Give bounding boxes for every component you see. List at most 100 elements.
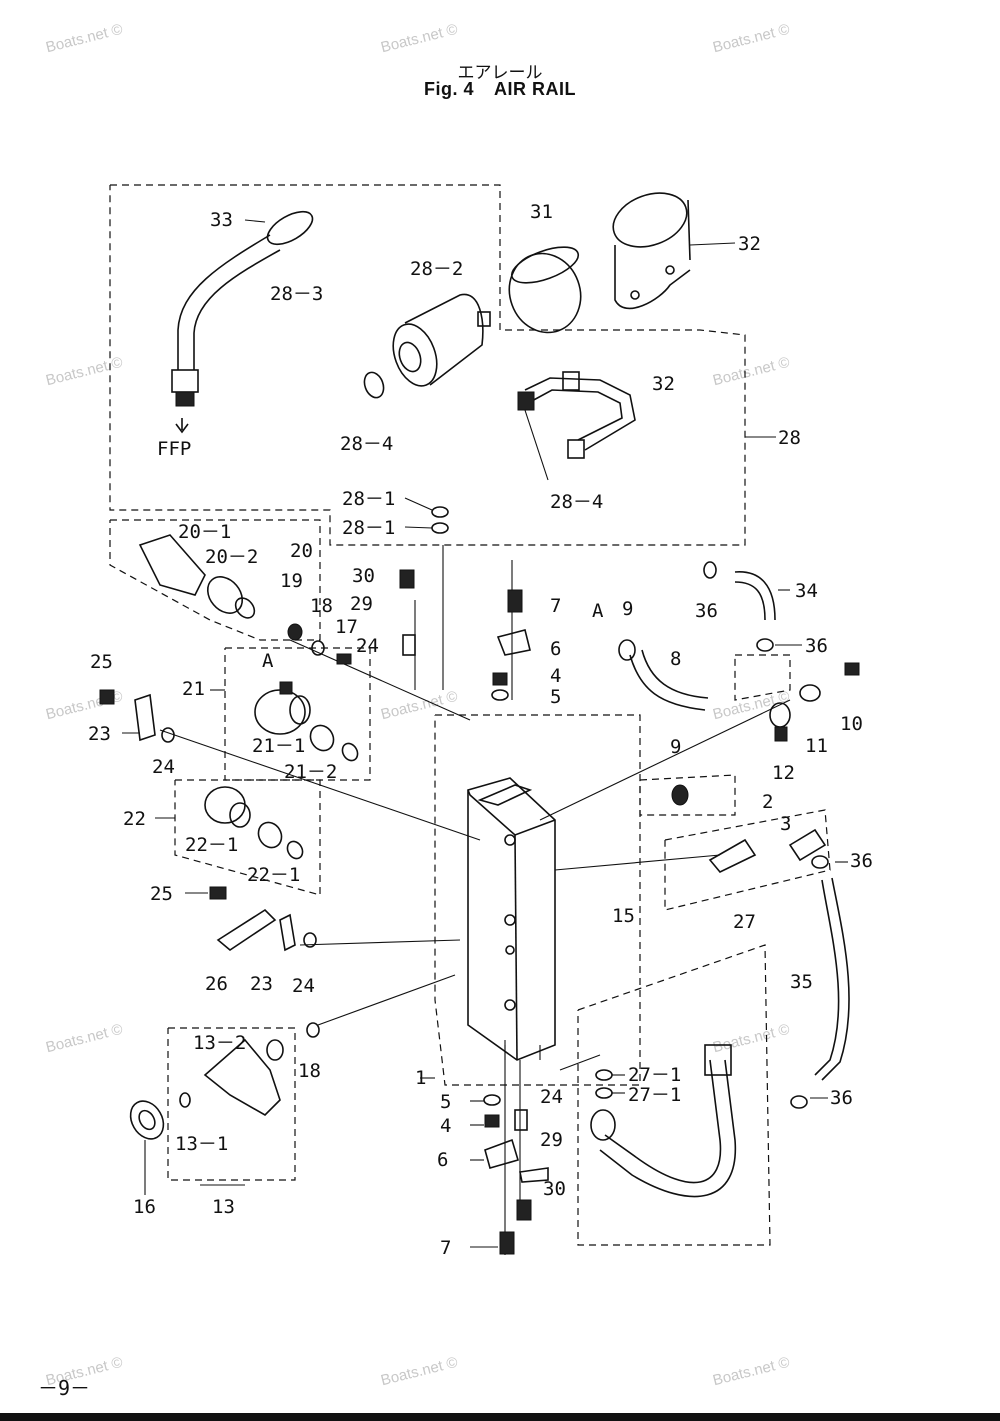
label-22-1: 22－1 (185, 834, 238, 856)
label-31: 31 (530, 201, 553, 223)
label-24: 24 (292, 975, 315, 997)
group-box-27 (577, 944, 771, 1246)
label-30: 30 (352, 565, 375, 587)
hose-35 (708, 828, 850, 1081)
label-36: 36 (695, 600, 718, 622)
label-4: 4 (440, 1115, 451, 1137)
part-labels: 33 28－3 28－2 28－4 FFP 31 32 32 28 28－1 2… (88, 201, 873, 1259)
leader-lines (159, 394, 791, 1255)
label-20: 20 (290, 540, 313, 562)
label-36: 36 (850, 850, 873, 872)
label-27: 27 (733, 911, 756, 933)
page-number: －9－ (38, 1376, 91, 1400)
regulator-21 (254, 681, 359, 762)
fuel-filter (363, 293, 491, 399)
label-36: 36 (830, 1087, 853, 1109)
group-box-20 (109, 519, 321, 641)
label-13-1: 13－1 (175, 1133, 228, 1155)
label-28: 28 (778, 427, 801, 449)
label-ffp: FFP (157, 438, 191, 460)
label-33: 33 (210, 209, 233, 231)
label-6: 6 (550, 638, 561, 660)
label-24: 24 (356, 635, 379, 657)
label-7: 7 (440, 1237, 451, 1259)
label-20-2: 20－2 (205, 546, 258, 568)
label-18: 18 (310, 595, 333, 617)
label-25: 25 (150, 883, 173, 905)
label-4: 4 (550, 665, 561, 687)
label-21: 21 (182, 678, 205, 700)
regulator-22 (204, 786, 304, 860)
figure-name: AIR RAIL (494, 79, 576, 99)
figure-title: Fig. 4 AIR RAIL (0, 79, 1000, 100)
label-25: 25 (90, 651, 113, 673)
label-8: 8 (670, 648, 681, 670)
band-and-bracket (508, 192, 691, 334)
group-box-3 (664, 809, 831, 911)
label-15: 15 (612, 905, 635, 927)
label-5: 5 (550, 686, 561, 708)
label-21-2: 21－2 (284, 761, 337, 783)
label-28-3: 28－3 (270, 283, 323, 305)
injector-13 (129, 1038, 284, 1140)
label-28-1: 28－1 (342, 517, 395, 539)
label-20-1: 20－1 (178, 521, 231, 543)
label-7: 7 (550, 595, 561, 617)
hoses-8-34 (618, 571, 776, 711)
label-36: 36 (805, 635, 828, 657)
label-13-2: 13－2 (193, 1032, 246, 1054)
label-30: 30 (543, 1178, 566, 1200)
small-fittings (99, 506, 860, 1255)
label-a: A (592, 600, 604, 622)
label-28-1: 28－1 (342, 488, 395, 510)
label-6: 6 (437, 1149, 448, 1171)
label-19: 19 (280, 570, 303, 592)
label-29: 29 (350, 593, 373, 615)
label-a: A (262, 650, 274, 672)
label-24: 24 (152, 756, 175, 778)
title-japanese: エアレール (457, 63, 543, 83)
label-5: 5 (440, 1091, 451, 1113)
label-27-1: 27－1 (628, 1064, 681, 1086)
label-18: 18 (298, 1060, 321, 1082)
label-13: 13 (212, 1196, 235, 1218)
bottom-bar (0, 1413, 1000, 1421)
label-10: 10 (840, 713, 863, 735)
label-34: 34 (795, 580, 818, 602)
group-box-10-12 (734, 654, 791, 701)
label-9: 9 (670, 736, 681, 758)
group-box-fuel-filter (109, 184, 746, 546)
label-28-2: 28－2 (410, 258, 463, 280)
label-9: 9 (622, 598, 633, 620)
group-box-13 (167, 1027, 296, 1181)
label-28-4: 28－4 (340, 433, 393, 455)
label-23: 23 (88, 723, 111, 745)
label-24: 24 (540, 1086, 563, 1108)
group-box-21 (224, 647, 371, 781)
label-32: 32 (738, 233, 761, 255)
label-3: 3 (780, 813, 791, 835)
label-21-1: 21－1 (252, 735, 305, 757)
label-29: 29 (540, 1129, 563, 1151)
label-26: 26 (205, 973, 228, 995)
group-box-22 (174, 779, 321, 896)
label-22: 22 (123, 808, 146, 830)
air-rail-body (467, 777, 556, 1061)
fuel-hose-27 (590, 1044, 737, 1198)
label-22-1: 22－1 (247, 864, 300, 886)
label-leaders (122, 219, 848, 1248)
label-32: 32 (652, 373, 675, 395)
pressure-regulator-20 (138, 534, 256, 619)
figure-number: Fig. 4 (423, 79, 474, 99)
label-27-1: 27－1 (628, 1084, 681, 1106)
label-35: 35 (790, 971, 813, 993)
fuel-hose-ffp (171, 210, 314, 434)
group-box-rail (434, 714, 641, 1086)
label-11: 11 (805, 735, 828, 757)
label-23: 23 (250, 973, 273, 995)
label-12: 12 (772, 762, 795, 784)
label-17: 17 (335, 616, 358, 638)
label-28-4: 28－4 (550, 491, 603, 513)
label-2: 2 (762, 791, 773, 813)
